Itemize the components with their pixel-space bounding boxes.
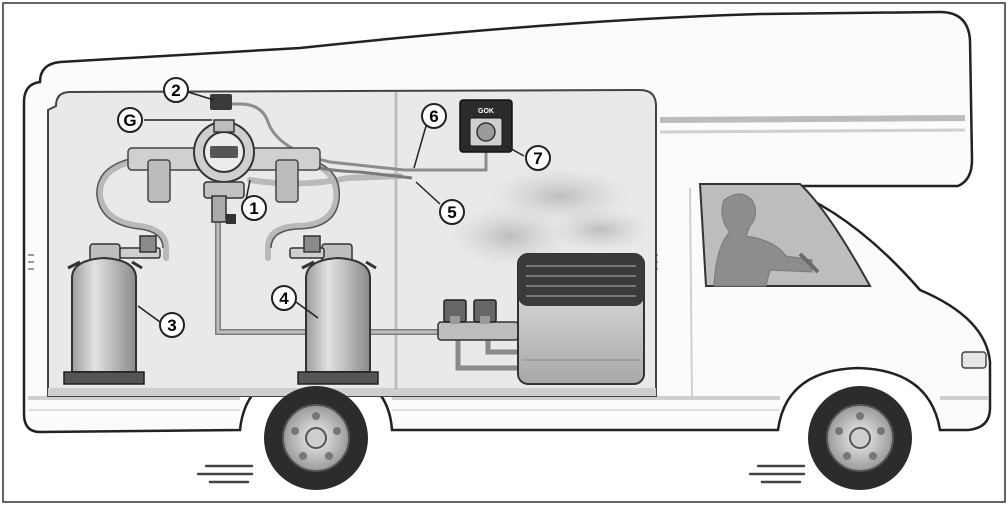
callout-3-label: 3 [167, 316, 176, 335]
callout-6: 6 [422, 104, 446, 128]
outlet-valve [212, 196, 226, 222]
overcab-stripe [660, 118, 965, 120]
rear-wheel [264, 386, 368, 490]
control-panel: GOK [460, 100, 512, 152]
callout-1: 1 [242, 196, 266, 220]
regulator-top [214, 120, 234, 132]
callout-7-label: 7 [533, 149, 542, 168]
callout-5: 5 [440, 200, 464, 224]
test-point [226, 214, 236, 224]
callout-7: 7 [526, 146, 550, 170]
callout-4: 4 [272, 286, 296, 310]
overcab-stripe-2 [660, 130, 965, 132]
callout-5-label: 5 [447, 203, 456, 222]
filter-right [276, 160, 298, 202]
heater-unit [518, 254, 644, 384]
sensor-2-body [210, 94, 232, 110]
callout-G-label: G [123, 111, 136, 130]
filter-left [148, 160, 170, 202]
front-wheel [808, 386, 912, 490]
callout-6-label: 6 [429, 107, 438, 126]
callout-4-label: 4 [279, 289, 289, 308]
callout-3: 3 [160, 313, 184, 337]
cabin-floor [48, 388, 656, 396]
callout-2: 2 [164, 78, 188, 102]
callout-2-label: 2 [171, 81, 180, 100]
callout-G: G [118, 108, 142, 132]
exhaust-plume-3 [550, 208, 650, 252]
regulator-display [210, 146, 238, 158]
panel-button [477, 123, 495, 141]
callout-1-label: 1 [249, 199, 258, 218]
control-panel-label: GOK [478, 108, 494, 115]
headlight [962, 352, 986, 368]
